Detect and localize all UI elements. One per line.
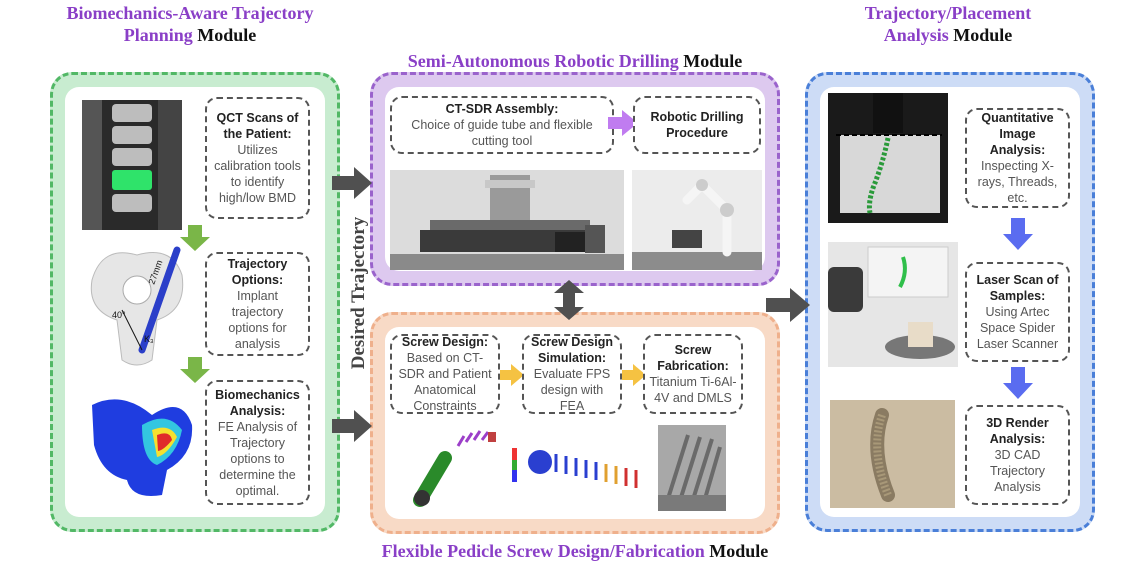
screw-fabrication-photo [658,425,726,511]
xray-image [828,93,948,223]
analysis-module-title: Trajectory/Placement Analysis Module [864,3,1032,45]
green-down-arrow-1 [180,225,210,251]
laser-scan-box: Laser Scan of Samples: Using Artec Space… [965,262,1070,362]
ct-scan-image [82,100,182,230]
arrow-to-drilling [332,167,372,199]
laser-scan-photo [828,242,958,367]
drilling-module-title: Semi-Autonomous Robotic Drilling Module [407,51,743,71]
arrow-to-screw [332,410,372,442]
angle-label: 40° [112,310,126,320]
3d-render-analysis-box: 3D Render Analysis: 3D CAD Trajectory An… [965,405,1070,505]
orange-arrow-1 [500,364,524,386]
robot-arm-photo [632,170,762,270]
trajectory-vertebra-image: 40° 27mm K₃ [82,240,192,370]
ct-sdr-assembly-box: CT-SDR Assembly: Choice of guide tube an… [390,96,614,154]
screw-design-simulation-box: Screw Design Simulation: Evaluate FPS de… [522,334,622,414]
blue-down-arrow-1 [1003,218,1033,250]
quantitative-image-analysis-box: Quantitative Image Analysis: Inspecting … [965,108,1070,208]
trajectory-options-box: Trajectory Options: Implant trajectory o… [205,252,310,356]
blue-down-arrow-2 [1003,367,1033,399]
green-down-arrow-2 [180,357,210,383]
fe-analysis-image [82,385,197,500]
double-vertical-arrow [554,280,584,320]
robotic-drilling-procedure-box: Robotic Drilling Procedure [633,96,761,154]
purple-right-arrow [608,110,638,136]
screw-module-title: Flexible Pedicle Screw Design/Fabricatio… [381,541,769,561]
qct-scans-box: QCT Scans of the Patient: Utilizes calib… [205,97,310,219]
biomechanics-analysis-box: Biomechanics Analysis: FE Analysis of Tr… [205,380,310,505]
biomech-module-title: Biomechanics-Aware Trajectory Planning M… [66,3,314,45]
screw-design-render [410,428,500,508]
screw-design-box: Screw Design: Based on CT-SDR and Patien… [390,334,500,414]
ct-sdr-assembly-photo [390,170,624,270]
3d-render-image [830,400,955,508]
vertebra-label: K₃ [144,334,154,344]
arrow-to-analysis [766,288,810,322]
screw-simulation-render [508,440,648,495]
screw-fabrication-box: Screw Fabrication: Titanium Ti-6Al-4V an… [643,334,743,414]
spine-ct-illustration [82,100,182,230]
orange-arrow-2 [622,364,646,386]
desired-trajectory-label: Desired Trajectory [348,216,369,370]
